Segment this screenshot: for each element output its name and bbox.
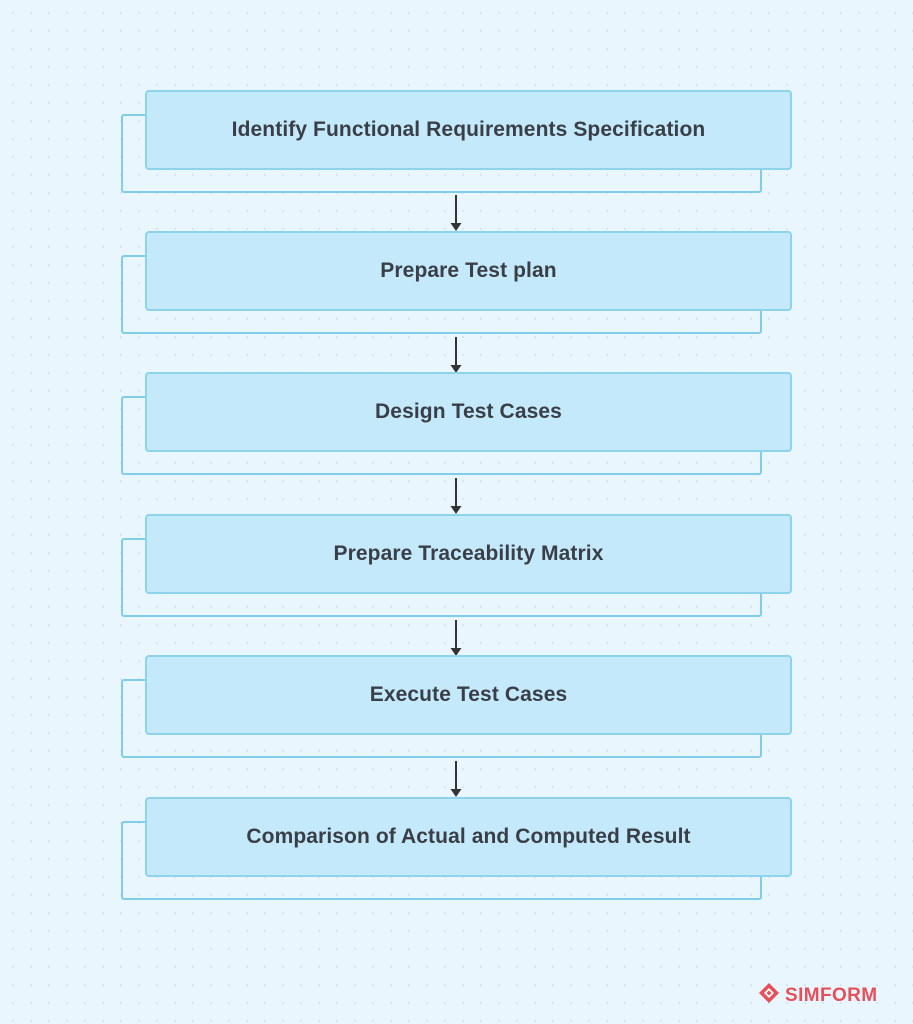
step-box: Design Test Cases xyxy=(145,372,792,452)
step-box: Prepare Traceability Matrix xyxy=(145,514,792,594)
step-label: Design Test Cases xyxy=(375,400,562,423)
step-label: Prepare Traceability Matrix xyxy=(333,542,604,565)
flow-step-2: Prepare Test plan xyxy=(121,231,792,345)
down-arrow-icon xyxy=(449,620,463,657)
step-box: Comparison of Actual and Computed Result xyxy=(145,797,792,877)
brand-logo: SIMFORM xyxy=(757,981,878,1010)
brand-name: SIMFORM xyxy=(785,984,878,1006)
flow-step-3: Design Test Cases xyxy=(121,372,792,486)
step-label: Prepare Test plan xyxy=(380,259,557,282)
down-arrow-icon xyxy=(449,761,463,798)
flow-step-1: Identify Functional Requirements Specifi… xyxy=(121,90,792,204)
step-box: Identify Functional Requirements Specifi… xyxy=(145,90,792,170)
step-label: Comparison of Actual and Computed Result xyxy=(246,825,691,848)
simform-logo-icon xyxy=(757,981,781,1010)
step-box: Prepare Test plan xyxy=(145,231,792,311)
down-arrow-icon xyxy=(449,478,463,515)
flow-step-6: Comparison of Actual and Computed Result xyxy=(121,797,792,911)
flow-step-5: Execute Test Cases xyxy=(121,655,792,769)
flow-step-4: Prepare Traceability Matrix xyxy=(121,514,792,628)
down-arrow-icon xyxy=(449,337,463,374)
step-box: Execute Test Cases xyxy=(145,655,792,735)
step-label: Identify Functional Requirements Specifi… xyxy=(231,118,706,141)
step-label: Execute Test Cases xyxy=(369,683,568,706)
down-arrow-icon xyxy=(449,195,463,232)
